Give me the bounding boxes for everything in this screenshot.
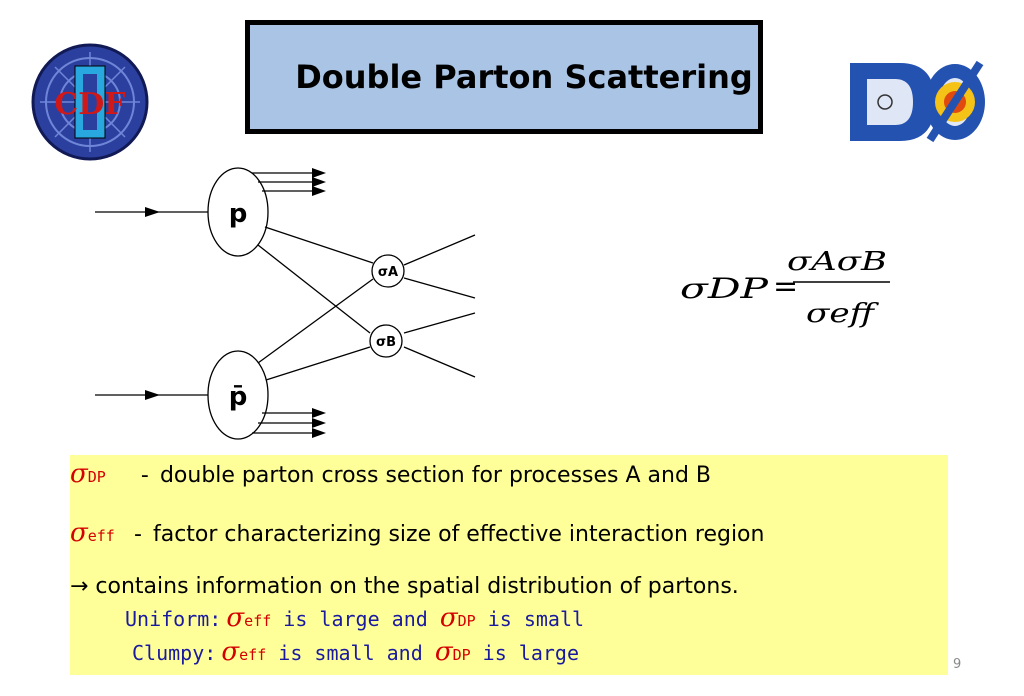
sigma-subscript: DP bbox=[452, 646, 471, 664]
sigma-subscript: DP bbox=[457, 612, 476, 630]
vertex-a bbox=[371, 254, 405, 288]
cross-section-formula: σDP = σAσB σeff bbox=[680, 247, 890, 329]
formula-denominator: σeff bbox=[806, 299, 880, 329]
sigma-symbol: σ bbox=[439, 603, 458, 633]
definition-dash: - bbox=[133, 522, 142, 547]
equals-sign: = bbox=[773, 269, 798, 304]
definition-symbol: σ bbox=[70, 459, 88, 489]
clumpy-line: Clumpy: σeff is small and σDP is large bbox=[132, 637, 579, 667]
antiproton-label: p̄ bbox=[229, 382, 248, 412]
d0-logo: DØ bbox=[850, 60, 985, 143]
sigma-subscript: eff bbox=[239, 646, 267, 664]
uniform-line: Uniform: σeff is large and σDP is small bbox=[125, 603, 584, 633]
definition-box: σDP - double parton cross section for pr… bbox=[70, 455, 948, 675]
uniform-middle-text: is large and bbox=[271, 607, 440, 631]
definition-text: double parton cross section for processe… bbox=[159, 463, 711, 488]
proton-label: p bbox=[229, 199, 248, 229]
formula-lhs: σDP bbox=[680, 272, 770, 305]
proton-blob bbox=[207, 167, 269, 257]
formula-numerator: σAσB bbox=[787, 247, 887, 277]
page-number: 9 bbox=[953, 657, 962, 672]
clumpy-label: Clumpy: bbox=[132, 641, 217, 665]
sigma-symbol: σ bbox=[434, 637, 453, 667]
vertex-a-label: σA bbox=[378, 265, 398, 280]
definition-subscript: DP bbox=[87, 468, 106, 486]
antiproton-blob bbox=[207, 350, 269, 440]
cdf-logo-text: CDF bbox=[54, 87, 125, 122]
note-text: → contains information on the spatial di… bbox=[70, 574, 739, 599]
vertex-b-label: σB bbox=[376, 335, 396, 350]
uniform-label: Uniform: bbox=[125, 607, 222, 631]
clumpy-end-text: is large bbox=[470, 641, 579, 665]
definition-text: factor characterizing size of effective … bbox=[152, 522, 765, 547]
title-box: Double Parton Scattering bbox=[245, 20, 763, 134]
definition-subscript: eff bbox=[87, 527, 115, 545]
definition-dash: - bbox=[140, 463, 149, 488]
definition-symbol: σ bbox=[70, 518, 88, 548]
sigma-symbol: σ bbox=[226, 603, 245, 633]
clumpy-middle-text: is small and bbox=[266, 641, 435, 665]
vertex-b bbox=[369, 324, 403, 358]
cdf-logo: CDF bbox=[31, 43, 149, 161]
slide-title: Double Parton Scattering bbox=[295, 58, 753, 96]
definition-row: σDP - double parton cross section for pr… bbox=[70, 459, 711, 489]
sigma-symbol: σ bbox=[221, 637, 240, 667]
uniform-end-text: is small bbox=[475, 607, 585, 631]
sigma-subscript: eff bbox=[244, 612, 272, 630]
double-parton-diagram: p p̄ σA σB bbox=[95, 167, 476, 440]
definition-row: σeff - factor characterizing size of eff… bbox=[70, 518, 764, 548]
